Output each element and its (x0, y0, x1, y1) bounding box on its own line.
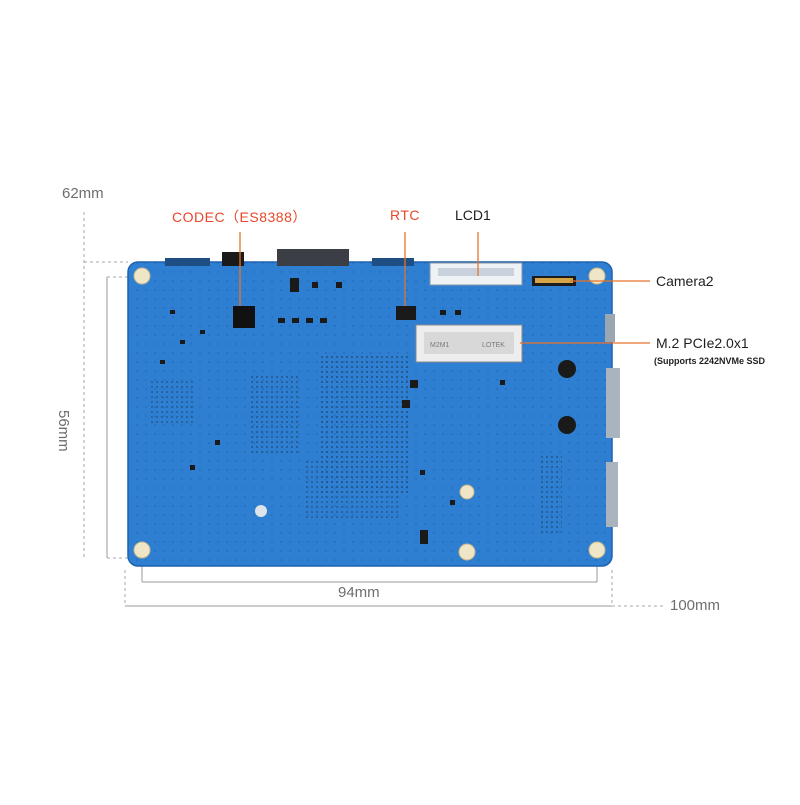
lcd1-connector-slot (438, 268, 514, 276)
lcd1-callout-label: LCD1 (455, 207, 491, 223)
codec-callout-label: CODEC（ES8388） (172, 209, 307, 225)
m2-slot-text-a: M2M1 (430, 342, 450, 349)
mounting-hole-m2 (458, 543, 476, 561)
dim-overall-height-label: 62mm (62, 185, 104, 202)
dim-overall-width-label: 100mm (670, 597, 721, 614)
mounting-holes (133, 267, 606, 561)
m2-slot-inner (424, 332, 514, 354)
codec-chip (233, 306, 255, 328)
mounting-hole-m2-mid (459, 484, 475, 500)
via-field-small (150, 380, 195, 425)
rtc-chip (396, 306, 416, 320)
rtc-callout-label: RTC (390, 207, 421, 223)
right-port-2 (606, 368, 620, 438)
m2-slot-text-b: LOTEK (482, 342, 505, 349)
pcb-board: M2M1 LOTEK (127, 249, 620, 567)
right-port-3 (606, 462, 618, 527)
mounting-hole-bl (133, 541, 151, 559)
m2-callout-note: (Supports 2242NVMe SSD (654, 356, 766, 366)
dimension-solid-lines (106, 277, 612, 607)
usb-connector-top (165, 258, 210, 266)
m2-callout-label: M.2 PCIe2.0x1 (656, 335, 749, 351)
mounting-hole-tl (133, 267, 151, 285)
small-components (160, 278, 505, 544)
camera2-connector-pins (535, 278, 573, 283)
right-component-2 (558, 416, 576, 434)
via-field-bottom (305, 460, 400, 520)
dim-hole-spacing-label: 94mm (338, 584, 380, 601)
hdmi-connector-top (277, 249, 349, 266)
right-pad-array (538, 455, 562, 535)
mounting-hole-tr (588, 267, 606, 285)
mounting-hole-br (588, 541, 606, 559)
callout-lines (239, 232, 650, 344)
right-port-1 (605, 314, 615, 342)
dim-board-height-label: 56mm (55, 410, 72, 452)
via-field-left (250, 375, 300, 455)
camera2-callout-label: Camera2 (656, 273, 714, 289)
usb-connector-top-2 (372, 258, 414, 266)
right-component-1 (558, 360, 576, 378)
dimension-lines (83, 212, 665, 607)
audio-jack-top (222, 252, 244, 266)
test-pad (255, 505, 267, 517)
